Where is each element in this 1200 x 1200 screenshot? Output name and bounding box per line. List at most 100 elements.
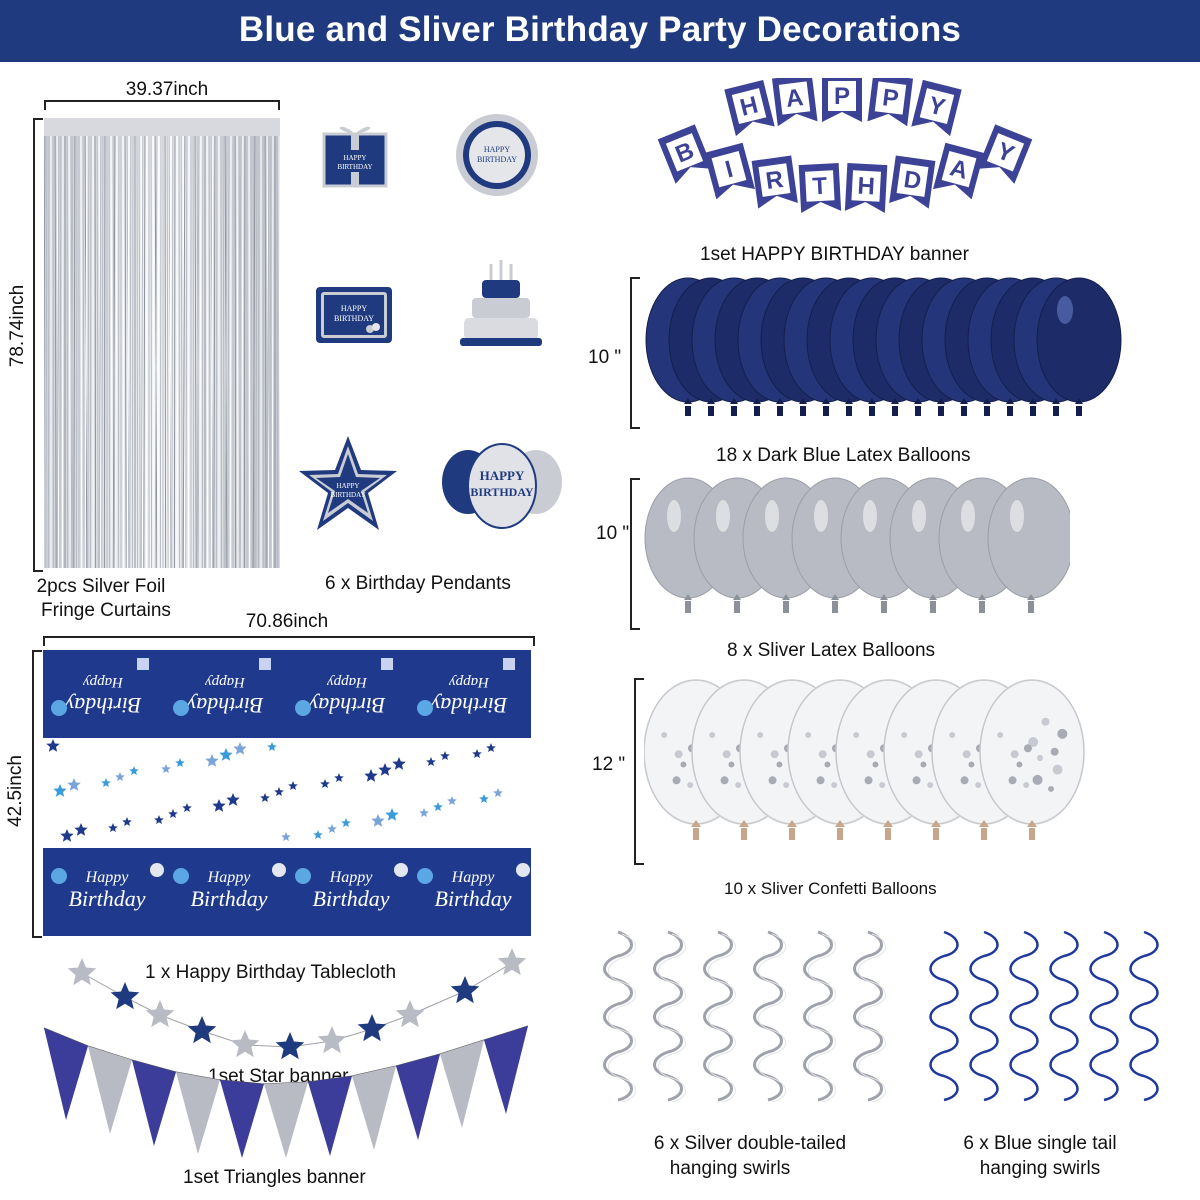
star-pendant: HAPPY BIRTHDAY [299, 436, 397, 530]
tablecloth-script-happy: Happy [83, 674, 124, 690]
blue-swirl [969, 930, 999, 1102]
tablecloth-star [313, 830, 323, 839]
tablecloth-star [74, 823, 88, 836]
title-bar [0, 0, 1200, 62]
blue-swirl [1129, 930, 1159, 1102]
tablecloth-star [364, 769, 378, 782]
star-banner-star [230, 1030, 260, 1058]
tablecloth-label: 1 x Happy Birthday Tablecloth [145, 962, 397, 983]
tablecloth-star [320, 779, 330, 788]
blue-swirls-label-line1: 6 x Blue single tail [963, 1133, 1117, 1154]
tablecloth-star [205, 754, 219, 767]
confetti-balloons [644, 679, 1085, 840]
star-banner [67, 948, 527, 1060]
triangle-banner-pennant [44, 1028, 88, 1120]
happy-birthday-tablecloth: BirthdayHappyBirthdayHappyBirthdayHappyB… [43, 650, 531, 936]
banner-flag-bottom-4: H [844, 162, 888, 214]
banner-letter: T [812, 173, 828, 201]
silver-latex-balloons [644, 477, 1070, 613]
tablecloth-star [493, 788, 503, 797]
blue-swirl [1049, 930, 1079, 1102]
tablecloth-star [101, 778, 111, 787]
tablecloth-script-happy: Happy [207, 869, 252, 886]
star-banner-star [395, 1000, 425, 1028]
tablecloth-star [108, 823, 118, 832]
frame-pendant: HAPPY BIRTHDAY [316, 287, 392, 343]
silver-swirl-tail [708, 933, 736, 1103]
tablecloth-script-birthday: Birthday [435, 886, 512, 911]
tablecloth-balloon-icon [295, 868, 311, 884]
banner-letter: H [857, 173, 876, 201]
tablecloth-balloon-icon [173, 868, 189, 884]
dark-blue-balloons [645, 277, 1122, 416]
curtain-height-line [33, 118, 43, 572]
blue-swirl [929, 930, 959, 1102]
svg-text:BIRTHDAY: BIRTHDAY [334, 314, 374, 323]
banner-letter: A [947, 154, 971, 185]
triangle-banner-pennant [264, 1082, 308, 1158]
svg-text:HAPPY: HAPPY [480, 468, 525, 483]
svg-text:HAPPY: HAPPY [344, 154, 367, 162]
tablecloth-width-line [43, 636, 535, 646]
svg-text:BIRTHDAY: BIRTHDAY [337, 163, 372, 171]
banner-flag-bottom-5: D [889, 155, 936, 209]
banner-flag-bottom-2: R [751, 155, 798, 209]
tablecloth-star [161, 764, 171, 773]
tablecloth-star [53, 784, 67, 797]
blue-single-tail-swirls [929, 930, 1159, 1102]
tablecloth-star [182, 803, 192, 812]
tablecloth-star [175, 758, 185, 767]
silver-swirl-tail [808, 933, 836, 1103]
balloons-pendant: HAPPY BIRTHDAY [442, 443, 562, 529]
star-banner-star [497, 948, 527, 976]
silver-balloons-size-label: 10 " [596, 523, 630, 544]
svg-text:BIRTHDAY: BIRTHDAY [330, 491, 365, 499]
tablecloth-star [327, 824, 337, 833]
tablecloth-balloon-icon [394, 863, 408, 877]
tablecloth-height-label: 42.5inch [5, 755, 26, 827]
tablecloth-script-birthday: Birthday [69, 886, 146, 911]
page-title: Blue and Sliver Birthday Party Decoratio… [238, 10, 962, 49]
confetti-balloons-label: 10 x Sliver Confetti Balloons [724, 879, 937, 898]
triangle-banner-pennant [176, 1072, 220, 1154]
banner-flag-top-1: A [771, 78, 818, 127]
silver-swirls-label-line1: 6 x Silver double-tailed [653, 1133, 847, 1154]
tablecloth-star [479, 794, 489, 803]
tablecloth-star [274, 787, 284, 796]
tablecloth-balloon-icon [150, 863, 164, 877]
curtain-label-line2: Fringe Curtains [41, 600, 171, 621]
tablecloth-balloon-icon [516, 863, 530, 877]
tablecloth-script-birthday: Birthday [430, 693, 507, 718]
dark-balloons-size-label: 10 " [588, 347, 622, 368]
banner-flag-top-2: P [822, 78, 862, 122]
tablecloth-star [378, 763, 392, 776]
blue-swirl [1089, 930, 1119, 1102]
banner-letter: A [784, 84, 805, 113]
star-banner-star [450, 976, 480, 1004]
banner-flag-top-3: P [867, 78, 914, 127]
tablecloth-star [115, 772, 125, 781]
tablecloth-star [288, 781, 298, 790]
tablecloth-balloon-icon [295, 700, 311, 716]
svg-text:BIRTHDAY: BIRTHDAY [477, 155, 517, 164]
tablecloth-script-happy: Happy [85, 869, 130, 886]
tablecloth-star [419, 808, 429, 817]
tablecloth-star [46, 739, 60, 752]
silver-swirl-tail [758, 933, 786, 1103]
tablecloth-star [281, 832, 291, 841]
tablecloth-balloon-icon [51, 868, 67, 884]
tablecloth-gift-icon [503, 658, 515, 670]
tablecloth-star [226, 793, 240, 806]
triangle-banner-pennant [484, 1026, 528, 1114]
banner-flag-bottom-1: I [703, 142, 756, 200]
tablecloth-star [433, 802, 443, 811]
tablecloth-script-happy: Happy [327, 674, 368, 690]
svg-text:HAPPY: HAPPY [484, 145, 510, 154]
star-banner-star [357, 1014, 387, 1042]
silver-swirls-label-line2: hanging swirls [669, 1158, 791, 1179]
tablecloth-script-happy: Happy [451, 869, 496, 886]
banner-flag-top-4: Y [911, 79, 962, 137]
tablecloth-star [154, 815, 164, 824]
